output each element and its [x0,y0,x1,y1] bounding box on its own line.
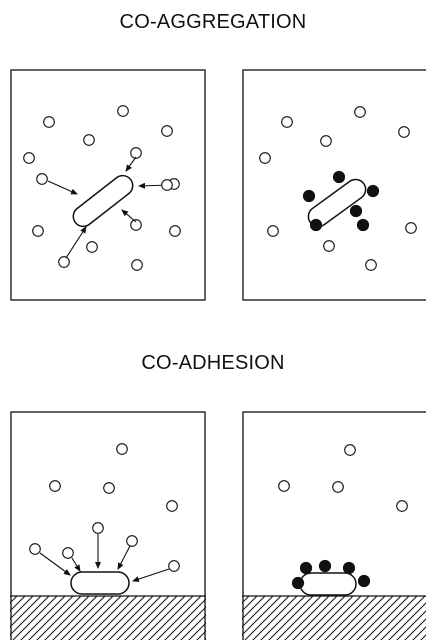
attraction-arrow [121,209,137,223]
attraction-arrow [125,156,137,172]
surface-substrate [242,596,426,640]
free-particle [166,500,178,512]
bound-particle [332,170,346,184]
attraction-arrow [71,557,81,572]
bound-particle [291,576,305,590]
free-particle [365,259,377,271]
free-particle [86,241,98,253]
panel-frame [10,69,206,301]
free-particle [405,222,417,234]
panel-frame [10,411,206,640]
free-particle [161,179,173,191]
attraction-arrow [132,568,170,582]
free-particle [116,443,128,455]
free-particle [398,126,410,138]
bound-particle [318,559,332,573]
attraction-arrow [117,545,131,570]
surface-substrate [10,596,206,640]
free-particle [49,480,61,492]
co-adhesion-title: CO-ADHESION [141,352,285,374]
free-particle [332,481,344,493]
free-particle [58,256,70,268]
free-particle [259,152,271,164]
free-particle [168,560,180,572]
panel-frame [242,69,426,301]
bacterial-cell [72,174,134,228]
free-particle [103,482,115,494]
bacterial-cell [299,572,357,596]
free-particle [23,152,35,164]
bound-particle [357,574,371,588]
free-particle [344,444,356,456]
bacterial-cell [307,178,367,228]
free-particle [323,240,335,252]
bound-particle [302,189,316,203]
free-particle [131,259,143,271]
co-aggregation-after-panel [242,69,426,301]
free-particle [320,135,332,147]
free-particle [130,147,142,159]
bound-particle [309,218,323,232]
bound-particle [366,184,380,198]
free-particle [83,134,95,146]
free-particle [169,225,181,237]
co-aggregation-title: CO-AGGREGATION [119,11,307,33]
free-particle [36,173,48,185]
attraction-arrow [47,180,78,195]
free-particle [281,116,293,128]
bound-particle [342,561,356,575]
attraction-arrow [65,226,87,259]
free-particle [62,547,74,559]
bound-particle [299,561,313,575]
attraction-arrow [39,552,71,576]
free-particle [32,225,44,237]
free-particle [267,225,279,237]
free-particle [92,522,104,534]
free-particle [43,116,55,128]
free-particle [161,125,173,137]
free-particle [354,106,366,118]
co-adhesion-before-panel [10,411,206,640]
free-particle [278,480,290,492]
bacterial-cell [70,571,130,595]
panel-frame [242,411,426,640]
bound-particle [356,218,370,232]
free-particle [126,535,138,547]
bound-particle [349,204,363,218]
free-particle [29,543,41,555]
free-particle [117,105,129,117]
co-adhesion-after-panel [242,411,426,640]
free-particle [130,219,142,231]
free-particle [396,500,408,512]
co-aggregation-before-panel [10,69,206,301]
